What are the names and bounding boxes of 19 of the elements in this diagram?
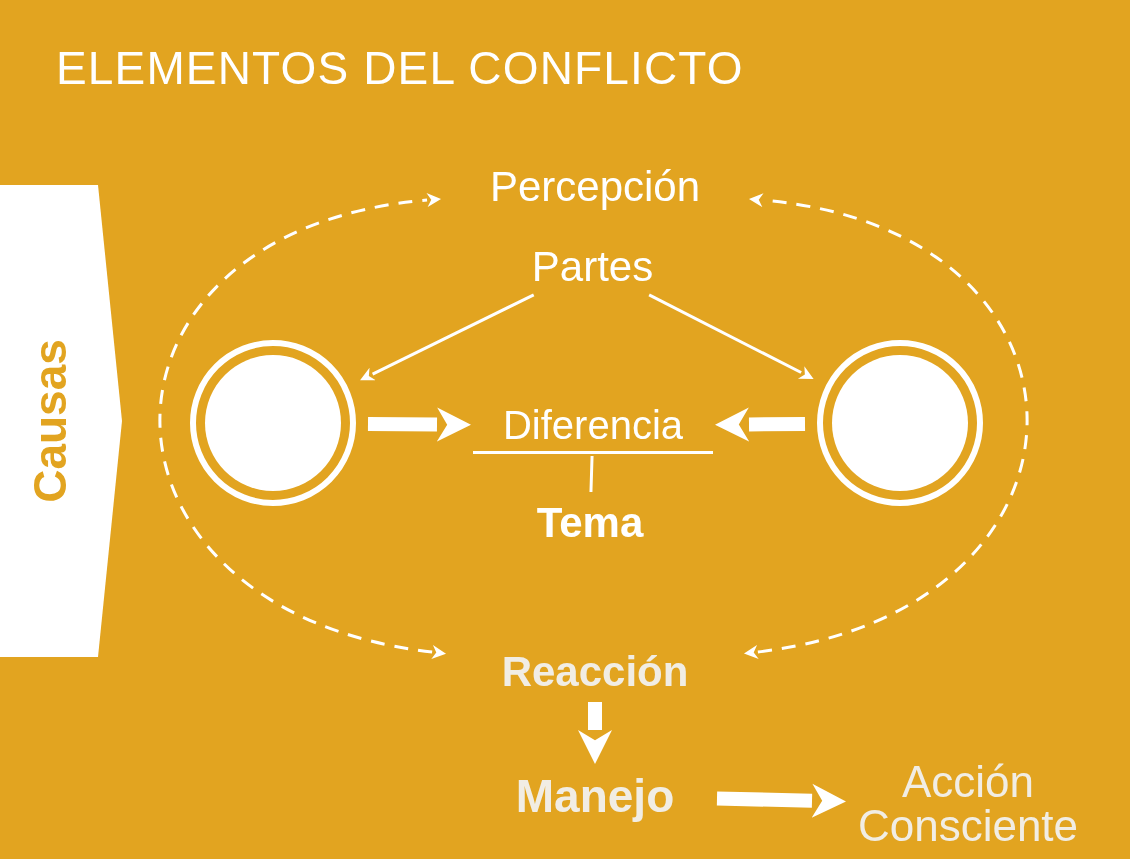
arrow	[360, 293, 535, 381]
arrow	[648, 293, 814, 379]
block-arrow	[578, 702, 612, 764]
node-label: Tema	[500, 494, 680, 550]
block-arrow	[715, 407, 806, 442]
node-label: Diferencia	[473, 398, 713, 454]
block-arrow	[716, 783, 846, 818]
connector-line	[589, 455, 594, 493]
node-label: Percepción	[445, 158, 745, 214]
node-label: Partes	[505, 238, 680, 294]
dashed-arrow	[744, 193, 1029, 659]
title: ELEMENTOS DEL CONFLICTO	[56, 41, 744, 96]
dashed-arrow	[158, 193, 446, 659]
block-arrow	[367, 407, 471, 442]
node-label: Reacción	[450, 642, 740, 700]
band-label: Causas	[22, 339, 77, 503]
pentagon-band	[0, 185, 122, 657]
node-label: Manejo	[475, 766, 715, 826]
node-label: Acción Consciente	[848, 754, 1088, 854]
